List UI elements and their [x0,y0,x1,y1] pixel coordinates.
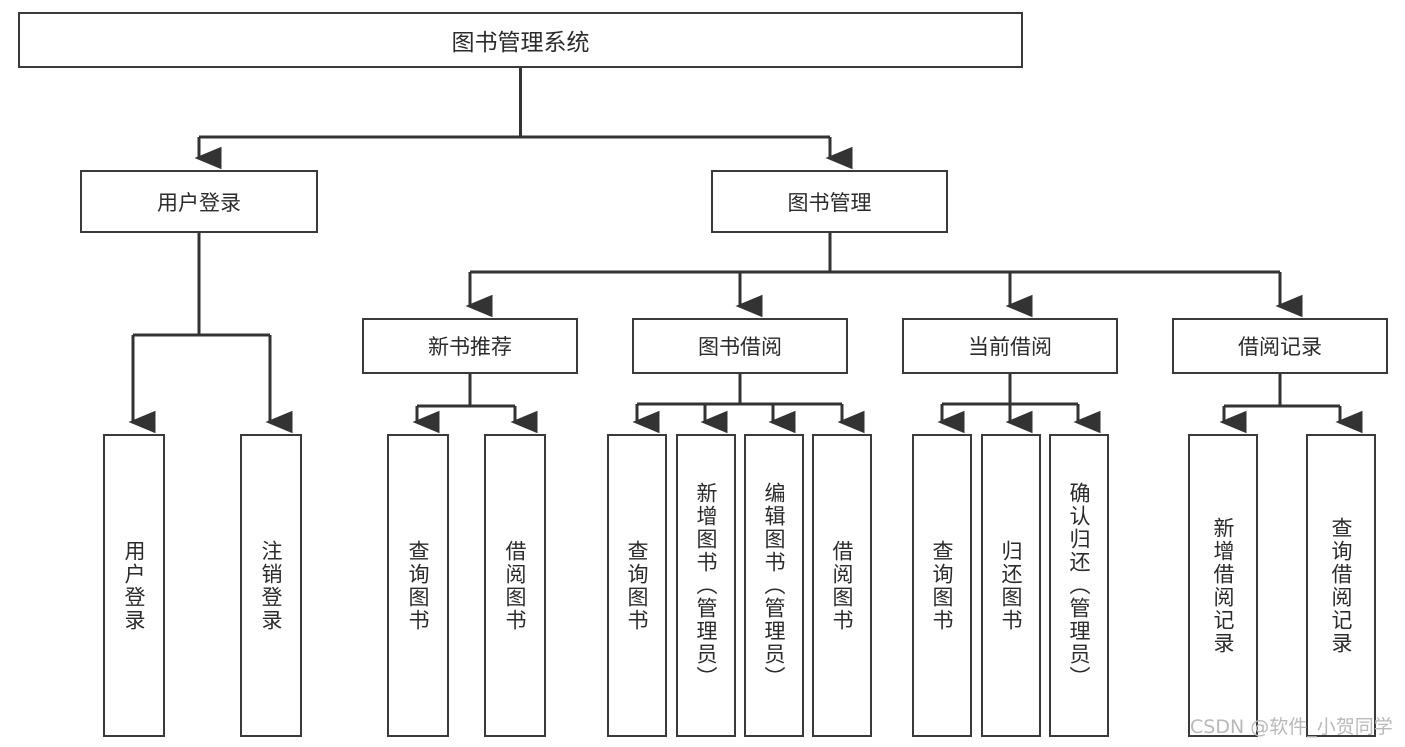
leaf-bookborrow-add-book[interactable]: 新增图书（管理员） [676,434,736,737]
node-label: 查询图书 [930,539,955,632]
node-book-manage[interactable]: 图书管理 [711,170,948,233]
node-current-borrow[interactable]: 当前借阅 [902,318,1118,374]
leaf-newbook-borrow-book[interactable]: 借阅图书 [484,434,546,737]
leaf-currentborrow-confirm-return[interactable]: 确认归还（管理员） [1049,434,1109,737]
leaf-borrowrecord-add-record[interactable]: 新增借阅记录 [1188,434,1258,737]
node-label: 图书管理系统 [451,30,590,56]
leaf-logout[interactable]: 注销登录 [240,434,302,737]
node-label: 借阅图书 [830,539,855,632]
node-label: 借阅图书 [503,539,528,632]
node-new-book-recommend[interactable]: 新书推荐 [362,318,578,374]
node-label: 借阅记录 [1238,335,1322,359]
node-label: 查询图书 [406,539,431,632]
leaf-currentborrow-return-book[interactable]: 归还图书 [981,434,1041,737]
node-user-login[interactable]: 用户登录 [80,170,318,233]
leaf-newbook-query-book[interactable]: 查询图书 [387,434,449,737]
node-label: 用户登录 [122,539,147,632]
leaf-bookborrow-edit-book[interactable]: 编辑图书（管理员） [744,434,804,737]
leaf-bookborrow-borrow-book[interactable]: 借阅图书 [812,434,872,737]
node-label: 查询图书 [625,539,650,632]
node-label: 图书管理 [787,190,872,215]
node-book-borrow[interactable]: 图书借阅 [632,318,848,374]
leaf-borrowrecord-query-record[interactable]: 查询借阅记录 [1306,434,1376,737]
csdn-watermark: CSDN @软件_小贺同学 [1190,716,1393,738]
node-borrow-record[interactable]: 借阅记录 [1172,318,1388,374]
leaf-bookborrow-query-book[interactable]: 查询图书 [607,434,667,737]
node-label: 用户登录 [157,190,241,215]
node-label: 新增图书（管理员） [694,482,719,689]
node-label: 图书借阅 [698,335,782,359]
node-label: 编辑图书（管理员） [762,482,787,689]
node-label: 新增借阅记录 [1211,516,1236,655]
node-root-system[interactable]: 图书管理系统 [18,12,1023,68]
node-label: 确认归还（管理员） [1067,482,1092,689]
node-label: 当前借阅 [968,335,1052,359]
leaf-user-login[interactable]: 用户登录 [103,434,165,737]
node-label: 查询借阅记录 [1329,516,1354,655]
node-label: 归还图书 [999,539,1024,632]
node-label: 新书推荐 [428,335,512,359]
node-label: 注销登录 [259,539,284,632]
leaf-currentborrow-query-book[interactable]: 查询图书 [912,434,972,737]
